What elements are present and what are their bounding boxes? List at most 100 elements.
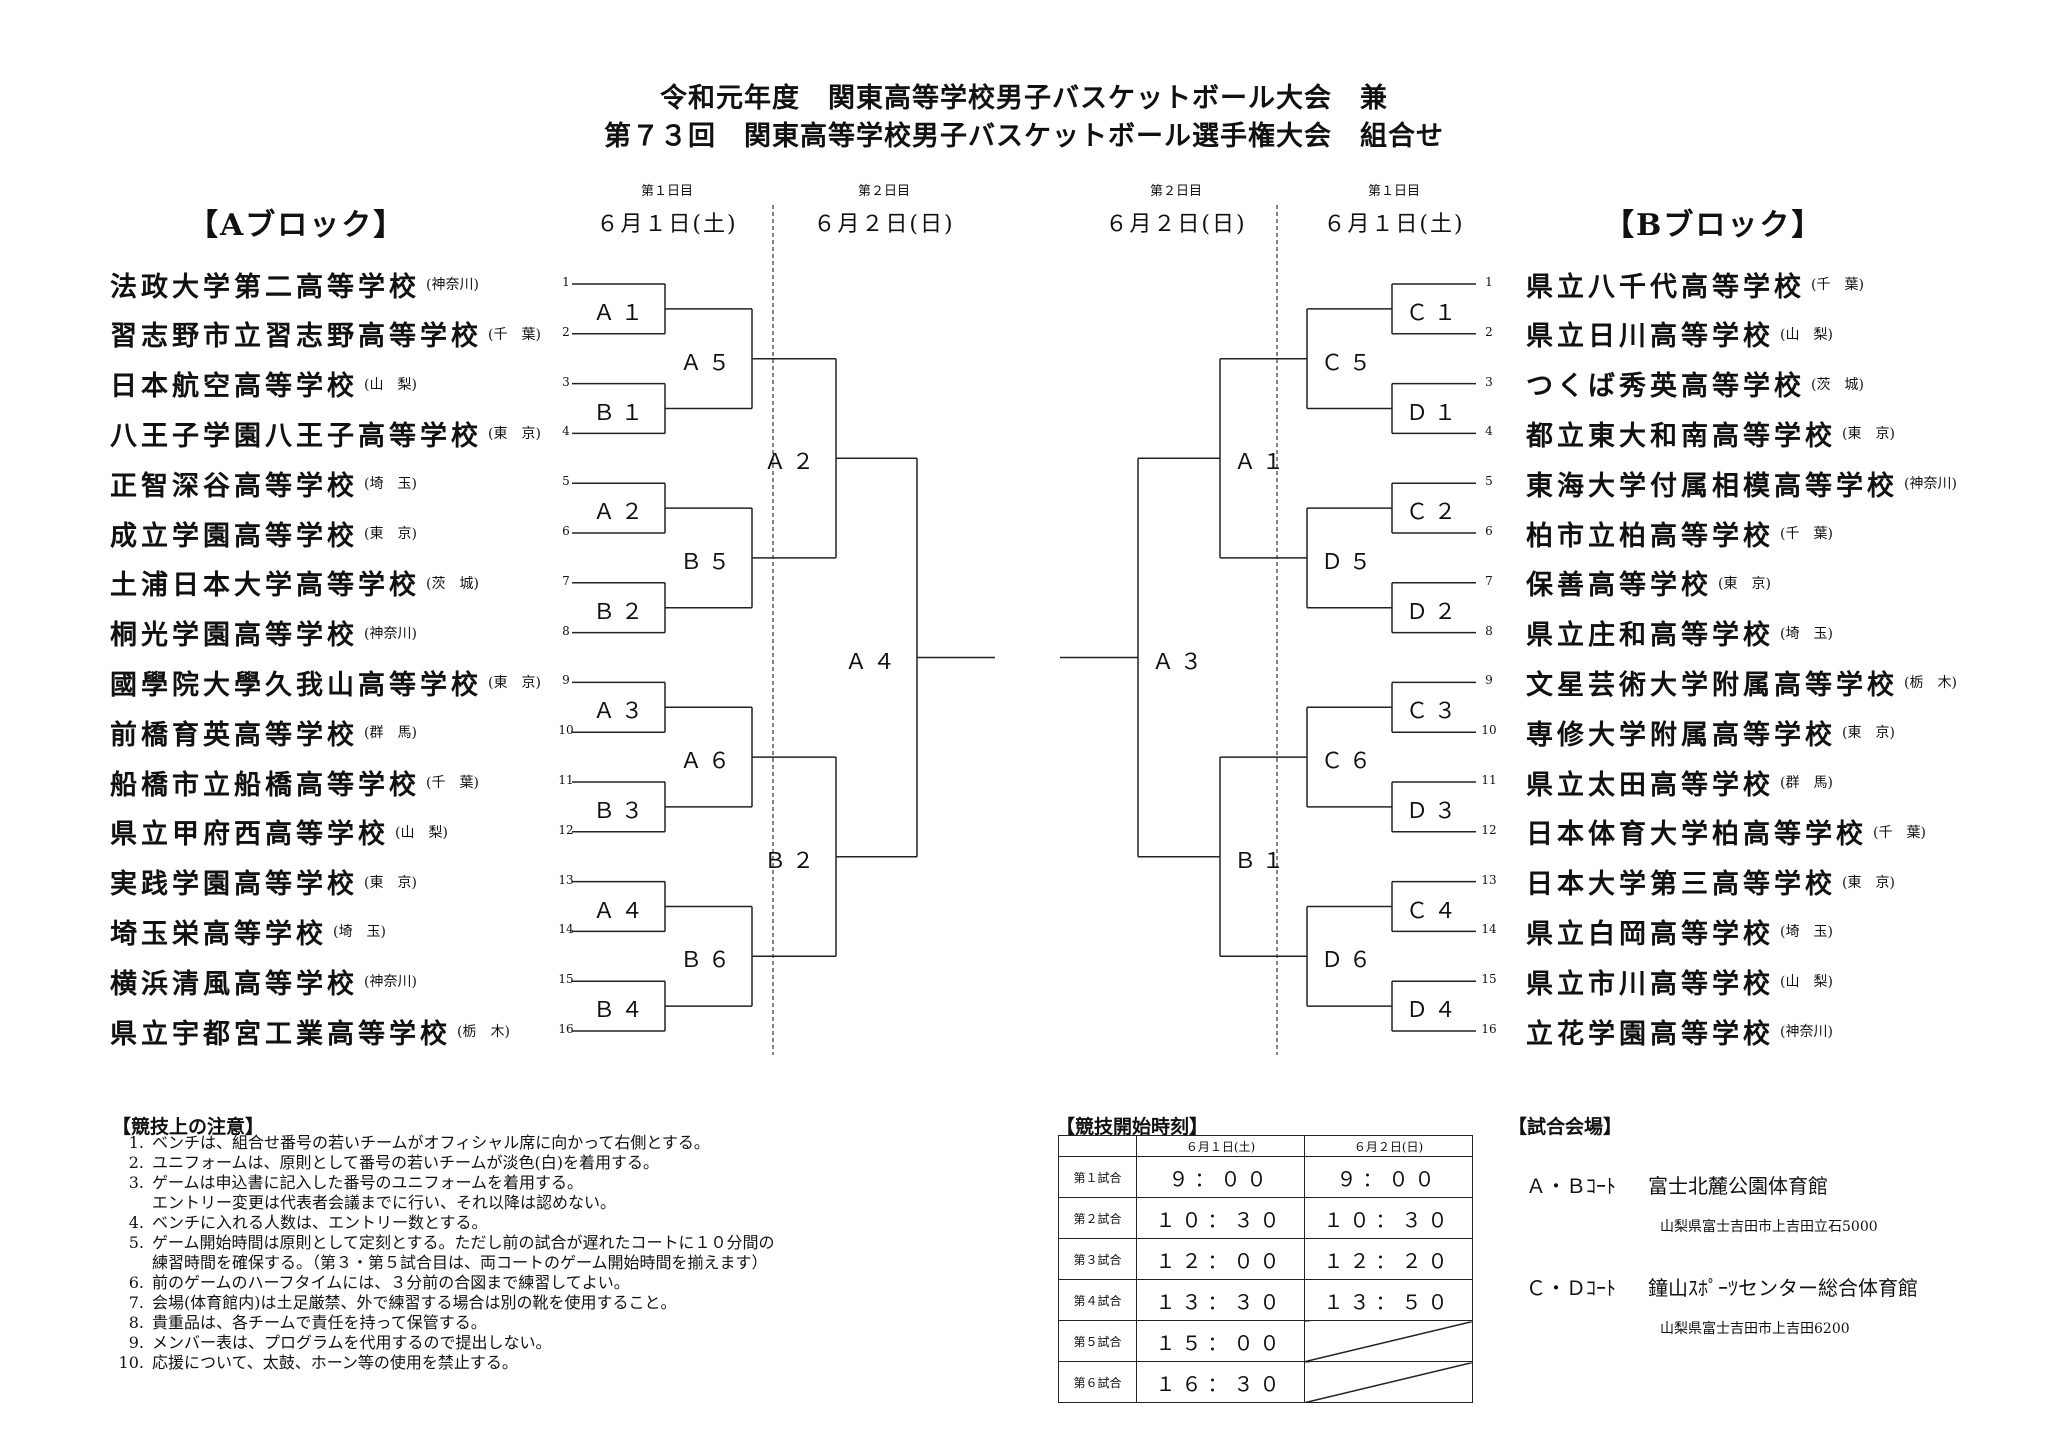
team-name: 県立市川高等学校 xyxy=(1526,968,1774,1000)
note-item: 8.貴重品は、各チームで責任を持って保管する。 xyxy=(112,1313,1012,1333)
team-row: つくば秀英高等学校(茨 城) xyxy=(1526,364,1864,404)
note-item: 10.応援について、太鼓、ホーン等の使用を禁止する。 xyxy=(112,1353,1012,1373)
time-day1: １６：３０ xyxy=(1136,1361,1305,1403)
title-line-1: 令和元年度 関東高等学校男子バスケットボール大会 兼 xyxy=(660,83,1388,114)
team-row: 県立市川高等学校(山 梨) xyxy=(1526,961,1833,1001)
team-row: 法政大学第二高等学校(神奈川) xyxy=(110,264,479,304)
team-row: 横浜清風高等学校(神奈川) xyxy=(110,961,417,1001)
team-name: 八王子学園八王子高等学校 xyxy=(110,420,482,452)
seed-number: 10 xyxy=(558,723,574,738)
note-text: ゲームは申込書に記入した番号のユニフォームを着用する。 xyxy=(152,1173,584,1192)
block-a-label: 【Aブロック】 xyxy=(188,208,406,243)
team-row: 日本航空高等学校(山 梨) xyxy=(110,364,417,404)
team-name: 土浦日本大学高等学校 xyxy=(110,570,420,602)
team-prefecture: (神奈川) xyxy=(1780,1024,1833,1040)
times-title: 【競技開始時刻】 xyxy=(1056,1116,1209,1138)
note-item: 5.ゲーム開始時間は原則として定刻とする。ただし前の試合が遅れたコートに１０分間… xyxy=(112,1233,1012,1253)
team-name: 船橋市立船橋高等学校 xyxy=(110,769,420,801)
time-day2: １３：５０ xyxy=(1304,1279,1473,1321)
note-number: 3. xyxy=(128,1173,144,1192)
note-number: 8. xyxy=(128,1313,144,1332)
day2-label-b: 第２日目 xyxy=(1149,184,1202,199)
match-label-r1: Ｂ２ xyxy=(592,599,649,625)
match-label-r1: Ｃ４ xyxy=(1405,898,1462,924)
match-label-r2: Ｃ６ xyxy=(1320,749,1377,775)
note-text: メンバー表は、プログラムを代用するので提出しない。 xyxy=(152,1333,552,1352)
seed-number: 15 xyxy=(558,972,574,987)
day2-date-b: ６月２日(日) xyxy=(1105,212,1247,237)
match-label-final: Ａ３ xyxy=(1151,649,1208,675)
team-name: 日本航空高等学校 xyxy=(110,371,358,403)
team-row: 県立太田高等学校(群 馬) xyxy=(1526,762,1833,802)
match-label-r2: Ｂ５ xyxy=(679,549,736,575)
team-row: 専修大学附属高等学校(東 京) xyxy=(1526,712,1895,752)
team-prefecture: (茨 城) xyxy=(1811,376,1864,393)
note-item: 9. メンバー表は、プログラムを代用するので提出しない。 xyxy=(112,1333,1012,1353)
team-name: 保善高等学校 xyxy=(1526,570,1712,602)
times-header-blank xyxy=(1058,1135,1137,1157)
team-name: 前橋育英高等学校 xyxy=(110,719,358,751)
team-name: 習志野市立習志野高等学校 xyxy=(110,321,482,353)
seed-number: 3 xyxy=(1485,374,1493,389)
seed-number: 11 xyxy=(558,773,574,787)
team-prefecture: (群 馬) xyxy=(364,725,417,742)
match-label-r2: Ｂ６ xyxy=(679,948,736,974)
team-row: 埼玉栄高等学校(埼 玉) xyxy=(110,911,386,951)
team-row: 東海大学付属相模高等学校(神奈川) xyxy=(1526,463,1957,503)
match-label-r1: Ｄ３ xyxy=(1405,798,1462,824)
seed-number: 16 xyxy=(1481,1022,1497,1036)
team-row: 県立甲府西高等学校(山 梨) xyxy=(110,812,448,852)
team-row: 県立宇都宮工業高等学校(栃 木) xyxy=(110,1011,510,1051)
team-prefecture: (茨 城) xyxy=(426,575,479,592)
team-name: 柏市立柏高等学校 xyxy=(1526,520,1774,552)
time-day2: １０：３０ xyxy=(1304,1197,1473,1239)
team-prefecture: (神奈川) xyxy=(426,277,479,293)
game-label: 第５試合 xyxy=(1058,1320,1137,1362)
time-day1: １２：００ xyxy=(1136,1238,1305,1280)
seed-number: 2 xyxy=(1485,324,1493,339)
team-prefecture: (神奈川) xyxy=(1904,476,1957,493)
team-prefecture: (東 京) xyxy=(488,426,541,443)
note-number: 9. xyxy=(128,1333,144,1352)
team-prefecture: (千 葉) xyxy=(426,775,479,791)
seed-number: 6 xyxy=(562,524,570,538)
team-name: 國學院大學久我山高等学校 xyxy=(110,669,482,701)
team-prefecture: (東 京) xyxy=(364,526,417,542)
note-item: エントリー変更は代表者会議までに行い、それ以降は認めない。 xyxy=(112,1193,1012,1213)
team-row: 桐光学園高等学校(神奈川) xyxy=(110,613,417,653)
team-name: 日本大学第三高等学校 xyxy=(1526,869,1836,901)
note-text: ベンチは、組合せ番号の若いチームがオフィシャル席に向かって右側とする。 xyxy=(152,1133,710,1152)
note-number: 2. xyxy=(128,1153,144,1172)
seed-number: 11 xyxy=(1481,773,1497,787)
times-header-day2: ６月２日(日) xyxy=(1304,1135,1473,1157)
team-name: 県立八千代高等学校 xyxy=(1526,271,1805,303)
team-prefecture: (千 葉) xyxy=(1811,277,1864,293)
team-name: 横浜清風高等学校 xyxy=(110,968,358,1000)
team-prefecture: (山 梨) xyxy=(395,824,448,841)
match-label-r1: Ｄ４ xyxy=(1405,998,1462,1024)
seed-number: 14 xyxy=(558,922,574,937)
team-row: 保善高等学校(東 京) xyxy=(1526,563,1771,603)
seed-number: 9 xyxy=(1485,673,1493,688)
team-prefecture: (東 京) xyxy=(1842,426,1895,443)
match-label-r3: Ａ１ xyxy=(1233,450,1290,476)
note-text: ベンチに入れる人数は、エントリー数とする。 xyxy=(152,1213,488,1232)
note-item: 6. 前のゲームのハーフタイムには、３分前の合図まで練習してよい。 xyxy=(112,1273,1012,1293)
team-row: 日本大学第三高等学校(東 京) xyxy=(1526,862,1895,902)
team-prefecture: (栃 木) xyxy=(1904,675,1957,692)
seed-number: 13 xyxy=(558,872,574,887)
team-name: 桐光学園高等学校 xyxy=(110,620,358,652)
note-text: 前のゲームのハーフタイムには、３分前の合図まで練習してよい。 xyxy=(152,1273,630,1292)
game-label: 第６試合 xyxy=(1058,1361,1137,1403)
team-row: 柏市立柏高等学校(千 葉) xyxy=(1526,513,1833,553)
note-number: 6. xyxy=(128,1273,144,1292)
team-row: 國學院大學久我山高等学校(東 京) xyxy=(110,662,541,702)
venue-1-name: 富士北麓公園体育館 xyxy=(1648,1174,1828,1198)
match-label-r1: Ａ１ xyxy=(592,300,649,326)
